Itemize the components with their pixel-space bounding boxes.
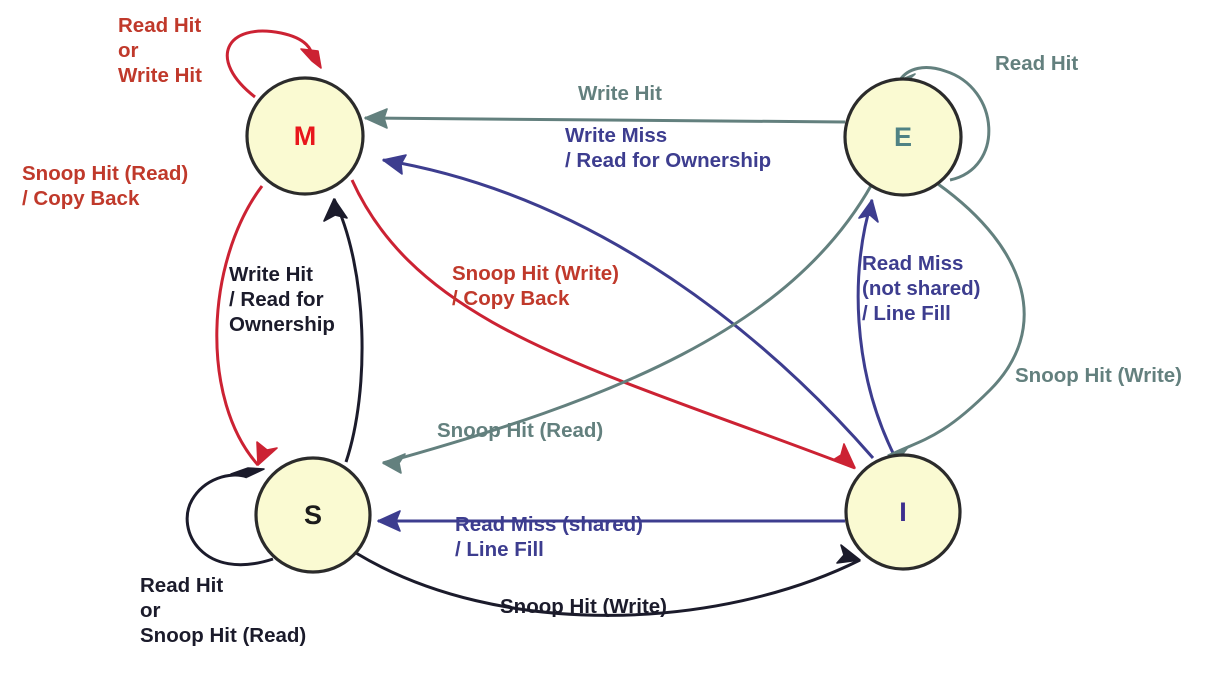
edge-label-line: Snoop Hit (Read) <box>22 162 188 185</box>
edge-label-i-to-e: Read Miss(not shared)/ Line Fill <box>862 252 980 325</box>
edge-label-line: Read Miss <box>862 252 963 275</box>
edge-label-line: Read Miss (shared) <box>455 513 643 536</box>
edge-line-i-to-m <box>382 158 875 459</box>
edge-label-line: / Line Fill <box>862 302 951 325</box>
node-circle-I[interactable] <box>844 453 962 571</box>
node-M[interactable]: M <box>245 76 365 196</box>
node-E[interactable]: E <box>843 77 963 197</box>
edge-m-self <box>225 29 322 99</box>
edge-line-m-to-s <box>215 185 264 466</box>
edge-s-to-i <box>355 544 861 617</box>
edges-layer <box>185 29 1026 617</box>
edge-label-line: Write Hit <box>578 82 662 105</box>
node-S[interactable]: S <box>254 456 372 574</box>
arrowhead-i-to-m <box>382 154 407 175</box>
edge-e-to-s <box>382 183 874 474</box>
nodes-layer: M E S I <box>245 76 963 574</box>
arrowhead-m-self <box>300 48 322 69</box>
edge-label-line: / Read for Ownership <box>565 149 771 172</box>
edge-line-e-self <box>898 66 991 182</box>
arrowhead-m-to-i <box>832 443 856 469</box>
edge-line-s-self <box>185 473 274 567</box>
edge-e-to-m <box>364 108 846 129</box>
edge-label-i-to-m: Write Miss/ Read for Ownership <box>565 124 771 172</box>
node-label-S: S <box>304 500 322 530</box>
edge-label-line: Snoop Hit (Read) <box>437 419 603 442</box>
edge-label-line: / Copy Back <box>452 287 570 310</box>
edge-line-e-to-m <box>364 116 846 124</box>
node-label-M: M <box>294 121 317 151</box>
edge-label-m-to-i: Snoop Hit (Write)/ Copy Back <box>452 262 619 310</box>
arrowhead-s-to-i <box>836 544 861 564</box>
edge-label-e-self: Read Hit <box>995 52 1078 75</box>
edge-s-self <box>185 467 274 567</box>
edge-label-line: Write Hit <box>229 263 313 286</box>
edge-label-i-to-s: Read Miss (shared)/ Line Fill <box>455 513 643 561</box>
edge-label-line: Snoop Hit (Write) <box>452 262 619 285</box>
edge-label-s-to-i: Snoop Hit (Write) <box>500 595 667 618</box>
edge-label-line: / Read for <box>229 288 324 311</box>
arrowhead-e-to-m <box>364 108 388 129</box>
node-circle-E[interactable] <box>843 77 963 197</box>
node-circle-M[interactable] <box>245 76 365 196</box>
edge-label-line: Ownership <box>229 313 335 336</box>
edge-label-line: Write Hit <box>118 64 202 87</box>
edge-line-s-to-m <box>332 198 364 463</box>
node-label-I: I <box>899 497 907 527</box>
edge-i-to-s <box>377 510 845 532</box>
edge-label-line: Read Hit <box>140 574 223 597</box>
edge-label-line: Snoop Hit (Write) <box>500 595 667 618</box>
node-label-E: E <box>894 122 912 152</box>
edge-line-e-to-s <box>382 183 874 465</box>
edge-label-e-to-i: Snoop Hit (Write) <box>1015 364 1182 387</box>
arrowhead-s-self <box>230 467 265 478</box>
edge-label-line: / Copy Back <box>22 187 140 210</box>
edge-s-to-m <box>323 198 364 463</box>
edge-m-to-i <box>350 179 856 470</box>
arrowhead-i-to-e <box>858 199 879 223</box>
edge-label-line: or <box>118 39 139 62</box>
edge-label-e-to-m: Write Hit <box>578 82 662 105</box>
edge-label-m-to-s: Snoop Hit (Read)/ Copy Back <box>22 162 188 210</box>
edge-label-e-to-s: Snoop Hit (Read) <box>437 419 603 442</box>
arrowhead-e-to-s <box>382 453 406 474</box>
edge-label-line: (not shared) <box>862 277 980 300</box>
edge-label-line: or <box>140 599 161 622</box>
edge-line-s-to-i <box>355 551 861 617</box>
node-circle-S[interactable] <box>254 456 372 574</box>
arrowhead-m-to-s <box>256 441 278 466</box>
edge-line-m-self <box>225 29 314 99</box>
arrowhead-s-to-m <box>323 198 348 222</box>
node-I[interactable]: I <box>844 453 962 571</box>
edge-i-to-m <box>382 154 875 459</box>
edge-label-line: Snoop Hit (Write) <box>1015 364 1182 387</box>
edge-label-line: Snoop Hit (Read) <box>140 624 306 647</box>
edge-i-to-e <box>856 199 896 456</box>
edge-line-i-to-e <box>856 199 896 456</box>
edge-label-line: Read Hit <box>118 14 201 37</box>
arrowhead-i-to-s <box>377 510 401 532</box>
edge-label-line: Write Miss <box>565 124 667 147</box>
edge-m-to-s <box>215 185 278 466</box>
edge-label-line: / Line Fill <box>455 538 544 561</box>
edge-label-line: Read Hit <box>995 52 1078 75</box>
edge-line-e-to-i <box>887 182 1026 458</box>
edge-line-m-to-i <box>350 179 856 470</box>
